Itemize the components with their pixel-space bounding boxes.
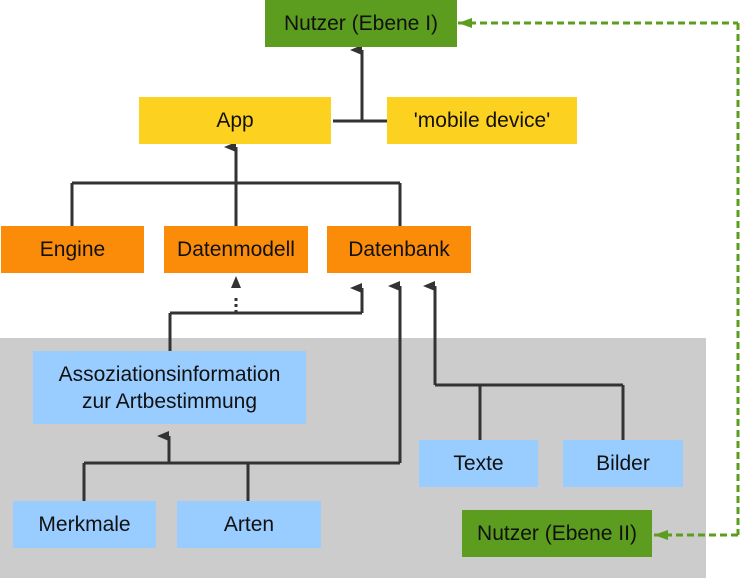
node-label-line-2: zur Artbestimmung — [81, 389, 258, 413]
connector-components-to-app — [70, 142, 402, 226]
node-label-line-1: Assoziationsinformation — [58, 362, 281, 386]
node-label: Merkmale — [38, 513, 131, 536]
node-label: Texte — [453, 452, 504, 475]
node-label: 'mobile device' — [413, 109, 551, 132]
node-label: Nutzer (Ebene I) — [283, 12, 439, 35]
node-label: Nutzer (Ebene II) — [477, 522, 637, 545]
node-label: App — [216, 109, 254, 132]
node-mobile-device: 'mobile device' — [387, 97, 577, 144]
node-arten: Arten — [177, 501, 321, 548]
connector-assoziation-to-model-and-db — [168, 276, 364, 351]
node-label: Datenmodell — [177, 238, 295, 261]
node-nutzer-ebene-1: Nutzer (Ebene I) — [265, 0, 457, 47]
connector-merkmale-arten-to-assoziation — [82, 431, 250, 501]
node-label: Arten — [223, 513, 275, 536]
node-assoziationsinformation: Assoziationsinformation zur Artbestimmun… — [33, 351, 306, 424]
node-label: Datenbank — [348, 238, 450, 261]
node-datenmodell: Datenmodell — [164, 226, 308, 273]
node-nutzer-ebene-2: Nutzer (Ebene II) — [462, 510, 652, 557]
connector-arten-to-datenbank — [248, 281, 402, 465]
node-datenbank: Datenbank — [327, 226, 471, 273]
node-engine: Engine — [1, 226, 144, 273]
node-app: App — [139, 97, 331, 144]
node-merkmale: Merkmale — [13, 501, 156, 548]
node-label: Engine — [39, 238, 106, 261]
connector-texte-bilder-to-datenbank — [423, 281, 625, 440]
node-texte: Texte — [419, 440, 538, 487]
connector-app-to-user — [333, 45, 388, 123]
dashed-link-user-levels — [458, 18, 740, 540]
node-label: Bilder — [596, 452, 650, 475]
node-bilder: Bilder — [563, 440, 683, 487]
